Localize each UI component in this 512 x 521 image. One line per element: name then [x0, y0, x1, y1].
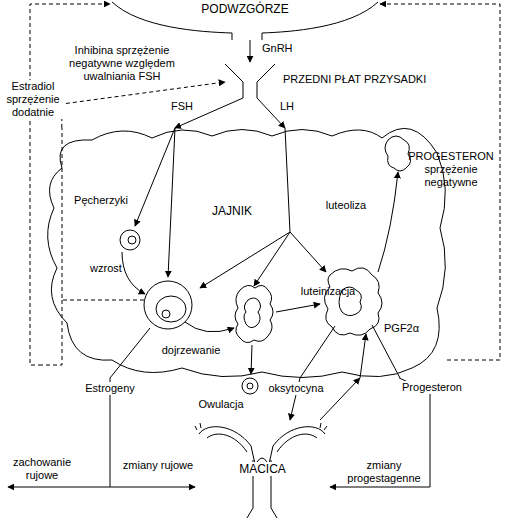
node-label: PODWZGÓRZE [110, 2, 380, 16]
node-label: PRZEDNI PŁAT PRZYSADKI [283, 72, 426, 86]
estrogen-line [110, 328, 150, 378]
oocyte [128, 236, 136, 244]
ovum-nucleus [247, 383, 253, 389]
luteolysis-arrow [378, 172, 398, 272]
small-follicle [120, 230, 140, 250]
edge-label: PGF2α [384, 322, 424, 335]
connector [62, 82, 225, 128]
oocyte [162, 310, 170, 318]
node-uterus-outline: MACICA [195, 420, 330, 518]
text-label: luteinizacja [294, 285, 362, 298]
text-label: luteoliza [318, 199, 374, 212]
ovary-outline [42, 128, 447, 378]
oxytocin-line [300, 326, 335, 378]
ovary-outline-path [48, 128, 446, 377]
lh-line [285, 128, 290, 232]
growth-arrow [122, 252, 145, 294]
edge-label: oksytocyna [264, 382, 328, 395]
edge-label: Estradiol sprzężenie dodatnie [2, 80, 64, 119]
follicle-antrum [156, 296, 186, 322]
connector [250, 40, 251, 62]
text-label: zmiany progestagenne [338, 459, 430, 485]
node-ovary-outline: JAJNIK [42, 128, 447, 378]
maturation-arrow [185, 322, 234, 332]
text-label: zmiany rujowe [120, 459, 196, 472]
text-label: Pęcherzyki [66, 194, 136, 207]
connector [380, 4, 500, 360]
node-pituitary-shape: PRZEDNI PŁAT PRZYSADKI [225, 62, 275, 98]
ruptured-follicle [235, 285, 273, 342]
ovum [242, 378, 258, 394]
lh-arrow [290, 232, 326, 272]
large-follicle [144, 281, 192, 329]
edge-label: GnRH [262, 42, 302, 55]
ovary-structures [8, 128, 411, 487]
edge-label: Estrogeny [80, 382, 140, 395]
fsh-arrow [168, 128, 175, 277]
uterus-outline-path [195, 423, 327, 518]
text-label: Owulacja [192, 398, 250, 411]
lh-arrow [200, 232, 290, 288]
lh-arrow [254, 232, 290, 286]
text-label: zachowanie rujowe [2, 456, 82, 482]
text-label: wzrost [84, 262, 128, 275]
edge-label: PROGESTERON sprzężenie negatywne [405, 150, 497, 189]
corpus-albicans [385, 136, 411, 171]
luteinization-arrow [276, 304, 320, 312]
edge-label: Inhibina sprzężenie negatywne względem u… [58, 44, 186, 83]
corpus-luteum [324, 268, 382, 335]
edge-label: FSH [168, 100, 196, 113]
pituitary-shape-path [225, 64, 275, 98]
behaviour-arrow [8, 487, 110, 488]
edge-label: LH [280, 100, 304, 113]
edge-label: Progesteron [400, 381, 464, 394]
fsh-arrow [135, 128, 175, 226]
node-label: JAJNIK [182, 204, 282, 218]
text-label: dojrzewanie [154, 344, 228, 357]
ruptured-follicle-inner [244, 298, 261, 328]
pituitary-shape [225, 62, 275, 98]
node-label: MACICA [237, 462, 288, 476]
node-hypothalamus-shape: PODWZGÓRZE [110, 0, 380, 40]
ovulation-arrow [251, 345, 252, 374]
feedback-line [42, 128, 144, 365]
pgf-arrow [360, 334, 366, 378]
